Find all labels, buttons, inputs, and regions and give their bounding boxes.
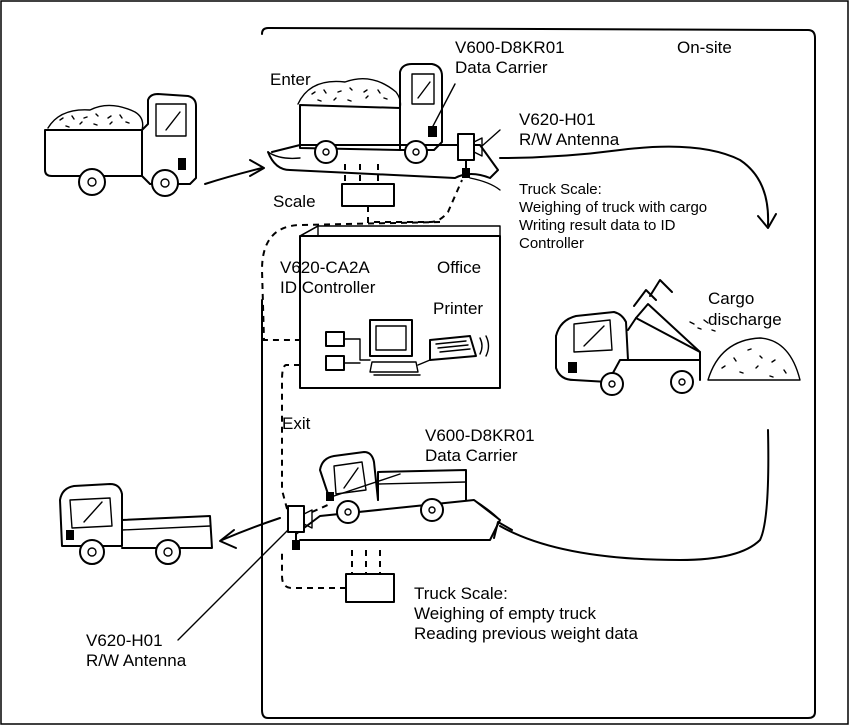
carrier-top-name: Data Carrier: [455, 58, 548, 77]
entry-truck-drawing: [297, 63, 443, 164]
carrier-top-leader: [431, 83, 456, 129]
cargo-discharge-line2: discharge: [708, 310, 782, 329]
office-label: Office: [437, 258, 482, 277]
truck-scale-out-line1: Weighing of empty truck: [414, 604, 597, 623]
controller-model: V620-CA2A: [280, 258, 370, 277]
on-site-boundary: [261, 27, 816, 719]
carrier-bottom-name: Data Carrier: [425, 446, 518, 465]
printer-label: Printer: [433, 299, 484, 318]
enter-label: Enter: [270, 70, 311, 89]
cargo-discharge-line1: Cargo: [708, 289, 755, 308]
carrier-bottom-leader: [333, 473, 401, 497]
on-site-label: On-site: [677, 38, 732, 57]
exit-load-cell: [281, 550, 395, 603]
antenna-bottom-name: R/W Antenna: [86, 651, 187, 670]
truck-scale-in-line2: Writing result data to ID: [519, 217, 676, 234]
departing-truck-drawing: [59, 483, 213, 565]
exit-cable: [281, 364, 300, 521]
truck-scale-out-title: Truck Scale:: [414, 584, 508, 603]
discharge-truck-drawing: [555, 279, 701, 396]
truck-scale-out-line2: Reading previous weight data: [414, 624, 638, 643]
controller-name: ID Controller: [280, 278, 376, 297]
truck-scale-in-line3: Controller: [519, 235, 585, 252]
flow-arrow-to-exit: [499, 429, 770, 561]
antenna-top-leader: [481, 129, 501, 147]
entry-antenna-drawing: [457, 133, 483, 178]
exit-arrow: [221, 517, 281, 541]
antenna-top-name: R/W Antenna: [519, 130, 620, 149]
discharge-pile-drawing: [689, 319, 801, 381]
office-drawing: [299, 225, 501, 389]
scale-label: Scale: [273, 192, 316, 211]
exit-truck-drawing: [319, 451, 467, 524]
carrier-bottom-model: V600-D8KR01: [425, 426, 535, 445]
antenna-bottom-leader: [177, 529, 289, 641]
entry-scale-drawing: [267, 144, 501, 191]
exit-antenna-drawing: [287, 505, 313, 550]
truck-scale-in-title: Truck Scale:: [519, 181, 602, 198]
entry-load-cell: [341, 164, 463, 223]
antenna-top-model: V620-H01: [519, 110, 596, 129]
carrier-top-model: V600-D8KR01: [455, 38, 565, 57]
exit-label: Exit: [282, 414, 311, 433]
antenna-bottom-model: V620-H01: [86, 631, 163, 650]
entry-arrow: [204, 167, 263, 185]
arriving-truck-drawing: [44, 93, 197, 197]
flow-arrow-to-discharge: [499, 145, 770, 226]
truck-scale-in-line1: Weighing of truck with cargo: [519, 199, 708, 216]
exit-scale-drawing: [295, 499, 501, 541]
